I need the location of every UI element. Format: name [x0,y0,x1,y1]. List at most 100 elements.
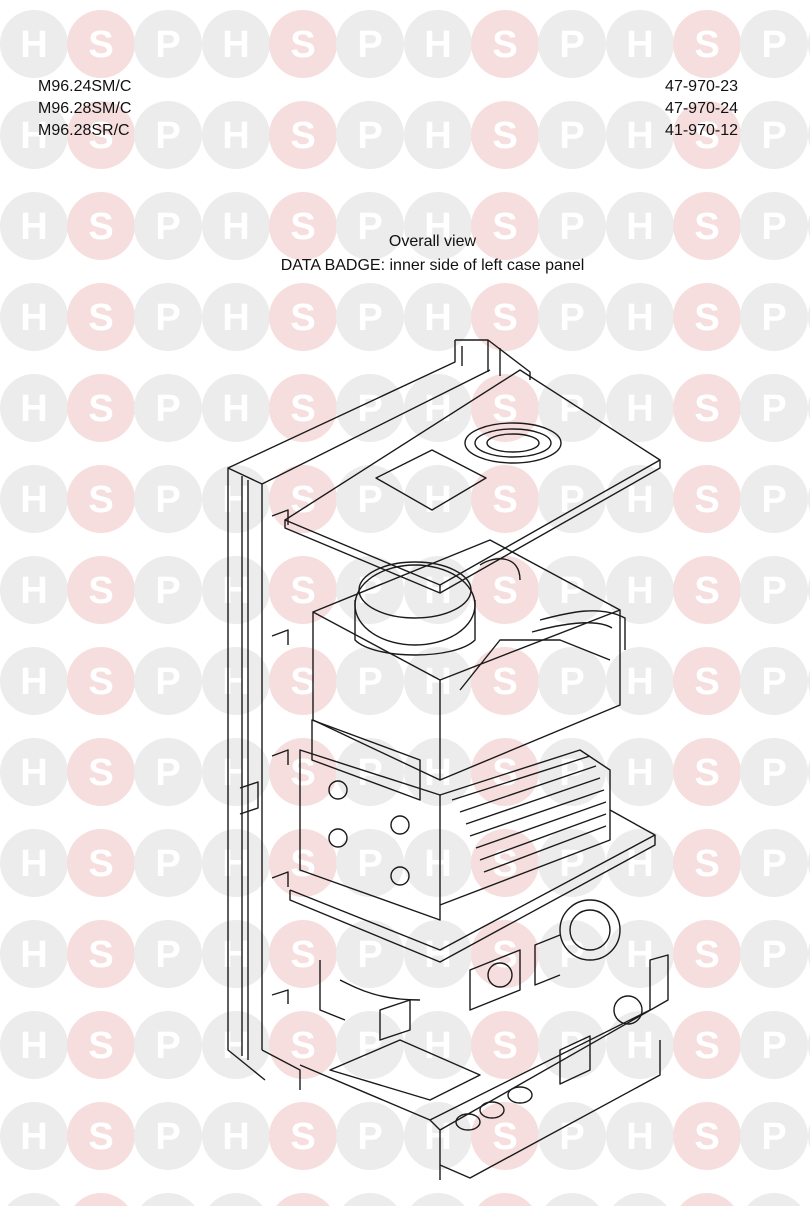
bracket-handles [239,509,289,1004]
svg-text:H: H [424,297,451,339]
svg-text:H: H [626,388,653,430]
svg-text:H: H [222,843,249,885]
svg-text:S: S [88,24,113,66]
svg-text:S: S [694,479,719,521]
control-panel [299,954,669,1180]
svg-text:H: H [222,115,249,157]
svg-text:P: P [559,24,584,66]
svg-text:S: S [88,570,113,612]
svg-text:S: S [88,1116,113,1158]
svg-text:S: S [492,206,517,248]
part-code: 47-970-24 [665,100,738,117]
svg-text:P: P [155,388,180,430]
svg-text:P: P [761,661,786,703]
svg-text:S: S [492,297,517,339]
svg-text:H: H [222,24,249,66]
svg-text:P: P [357,24,382,66]
svg-text:P: P [155,115,180,157]
svg-text:S: S [694,661,719,703]
svg-text:P: P [761,934,786,976]
model-number: M96.24SM/C [38,78,132,95]
svg-text:P: P [357,479,382,521]
svg-text:H: H [626,24,653,66]
svg-text:P: P [357,934,382,976]
svg-text:S: S [694,297,719,339]
svg-text:S: S [290,115,315,157]
svg-text:S: S [88,388,113,430]
svg-text:S: S [290,388,315,430]
svg-text:S: S [492,115,517,157]
svg-text:S: S [694,843,719,885]
svg-text:H: H [222,661,249,703]
svg-text:H: H [626,843,653,885]
top-plate [284,369,661,594]
svg-text:H: H [626,1116,653,1158]
diagram-titles: Overall view DATA BADGE: inner side of l… [0,230,810,278]
svg-text:P: P [357,1025,382,1067]
svg-text:P: P [357,661,382,703]
part-code-list: 47-970-23 47-970-24 41-970-12 [665,76,738,142]
svg-text:H: H [222,1116,249,1158]
svg-text:H: H [626,1025,653,1067]
svg-text:H: H [424,24,451,66]
burner-bars [439,749,611,906]
svg-text:H: H [20,479,47,521]
svg-text:S: S [492,752,517,794]
svg-text:P: P [761,297,786,339]
svg-text:H: H [222,570,249,612]
model-list: M96.24SM/C M96.28SM/C M96.28SR/C [38,76,131,142]
svg-text:S: S [88,206,113,248]
svg-text:P: P [155,297,180,339]
svg-text:P: P [155,843,180,885]
svg-text:H: H [424,934,451,976]
svg-text:P: P [761,570,786,612]
svg-text:P: P [357,570,382,612]
svg-text:S: S [492,479,517,521]
heat-exchanger [312,539,626,781]
svg-text:H: H [222,297,249,339]
svg-text:S: S [290,661,315,703]
svg-text:H: H [20,1025,47,1067]
svg-text:H: H [626,115,653,157]
svg-text:P: P [155,479,180,521]
svg-text:S: S [694,934,719,976]
svg-text:P: P [559,115,584,157]
svg-text:P: P [155,934,180,976]
lower-tray [289,809,656,963]
svg-text:H: H [20,115,47,157]
svg-text:P: P [155,570,180,612]
chassis-frame [227,339,531,1090]
svg-text:H: H [424,752,451,794]
svg-text:P: P [559,934,584,976]
svg-text:S: S [694,388,719,430]
svg-text:S: S [492,1025,517,1067]
fan-assembly [354,558,521,656]
data-badge-note: DATA BADGE: inner side of left case pane… [280,257,585,274]
svg-text:S: S [88,843,113,885]
svg-text:P: P [357,206,382,248]
svg-text:H: H [626,752,653,794]
svg-text:S: S [694,1116,719,1158]
svg-text:S: S [492,24,517,66]
svg-text:H: H [626,934,653,976]
svg-text:H: H [20,24,47,66]
svg-text:S: S [290,297,315,339]
svg-text:H: H [424,479,451,521]
svg-text:S: S [88,752,113,794]
svg-text:S: S [88,115,113,157]
svg-text:H: H [20,1116,47,1158]
svg-text:H: H [20,297,47,339]
svg-text:H: H [222,1025,249,1067]
svg-text:H: H [424,570,451,612]
svg-text:P: P [155,661,180,703]
svg-text:P: P [761,1025,786,1067]
svg-text:S: S [290,843,315,885]
svg-text:H: H [626,661,653,703]
svg-text:H: H [222,206,249,248]
svg-text:H: H [222,388,249,430]
svg-text:P: P [155,1025,180,1067]
svg-text:P: P [761,479,786,521]
svg-text:P: P [761,115,786,157]
svg-text:H: H [20,388,47,430]
svg-text:S: S [492,1116,517,1158]
